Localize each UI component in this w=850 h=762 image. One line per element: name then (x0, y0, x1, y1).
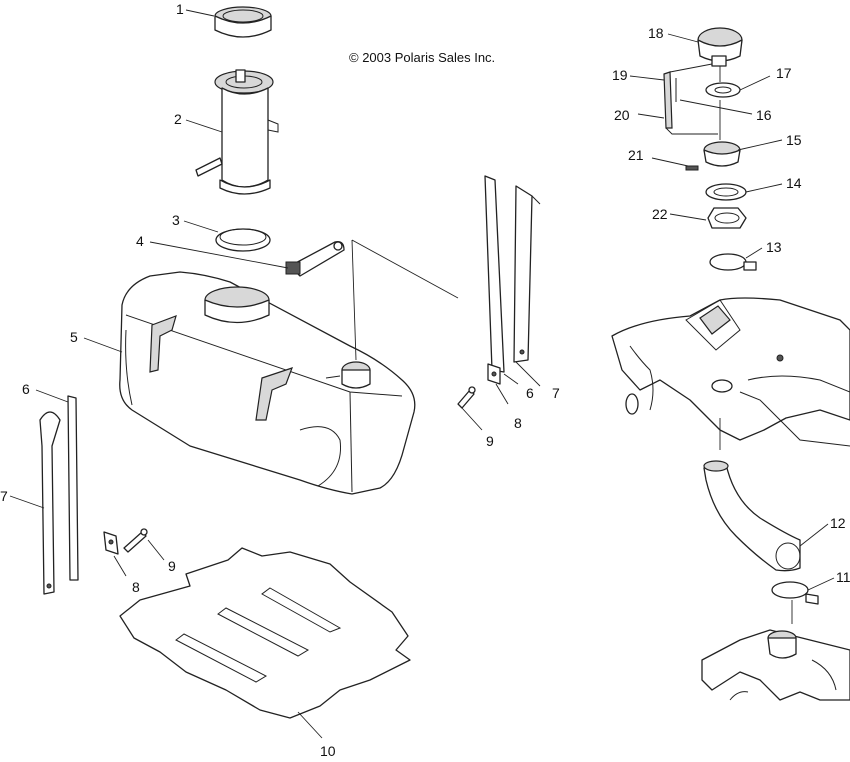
callout-17: 17 (776, 65, 792, 81)
leader-lines (9, 9, 835, 739)
callout-13: 13 (766, 239, 782, 255)
part-14-washer (705, 183, 747, 201)
callout-16: 16 (756, 107, 772, 123)
assembly-leader-line (351, 239, 459, 361)
part-10-skid-plate (119, 547, 411, 719)
tank-neck-section (701, 629, 850, 701)
callout-9-right: 9 (486, 433, 494, 449)
callout-2: 2 (174, 111, 182, 127)
callout-14: 14 (786, 175, 802, 191)
part-8-clip-right (487, 363, 501, 385)
callout-6-right: 6 (526, 385, 534, 401)
tether-line (665, 127, 718, 135)
callout-8-left: 8 (132, 579, 140, 595)
callout-20: 20 (614, 107, 630, 123)
part-19-tether (663, 63, 713, 129)
part-15-filler-neck (703, 141, 741, 167)
callout-3: 3 (172, 212, 180, 228)
callout-15: 15 (786, 132, 802, 148)
part-13-clamp-upper (709, 253, 757, 271)
part-7-bracket-left (39, 411, 61, 595)
callout-9-left: 9 (168, 558, 176, 574)
callout-19: 19 (612, 67, 628, 83)
callout-7-right: 7 (552, 385, 560, 401)
part-9-pin-right (457, 386, 476, 409)
callout-7-left: 7 (0, 488, 8, 504)
callout-1: 1 (176, 1, 184, 17)
callout-21: 21 (628, 147, 644, 163)
callout-4: 4 (136, 233, 144, 249)
callout-22: 22 (652, 206, 668, 222)
part-11-clamp-lower (771, 581, 819, 605)
part-12-filler-hose (703, 460, 801, 572)
part-18-fuel-cap (697, 27, 743, 67)
part-1-cap-ring (214, 6, 272, 38)
part-4-fitting (285, 241, 345, 277)
part-3-gasket (215, 228, 271, 252)
callout-11: 11 (836, 569, 850, 585)
part-21-screw (685, 165, 699, 171)
callout-10: 10 (320, 743, 336, 759)
vehicle-body-section (611, 297, 850, 447)
part-7-bracket-right (513, 185, 541, 363)
callout-6-left: 6 (22, 381, 30, 397)
part-6-strap-right (484, 175, 505, 373)
callout-5: 5 (70, 329, 78, 345)
part-8-clip-left (103, 531, 119, 555)
part-9-pin-left (123, 528, 148, 553)
part-6-strap-left (67, 395, 79, 581)
callout-12: 12 (830, 515, 846, 531)
part-17-seal (705, 82, 741, 98)
part-22-bezel (707, 207, 747, 229)
callout-8-right: 8 (514, 415, 522, 431)
part-5-fuel-tank (119, 271, 416, 495)
callout-18: 18 (648, 25, 664, 41)
copyright-notice: © 2003 Polaris Sales Inc. (349, 50, 495, 65)
part-2-fuel-pump-canister (195, 69, 279, 195)
